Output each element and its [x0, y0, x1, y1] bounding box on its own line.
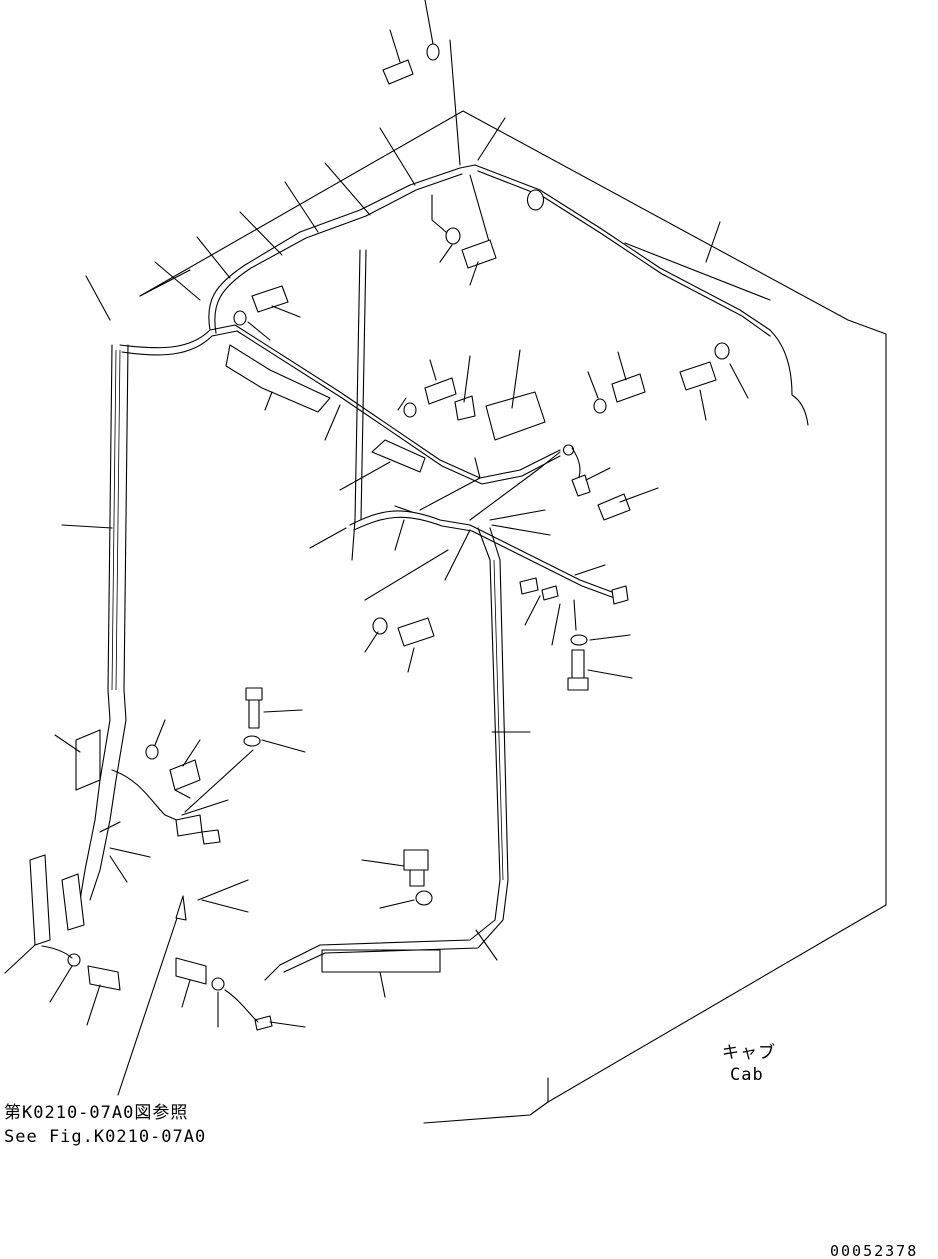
- cab-label-jp: キャブ: [722, 1042, 776, 1063]
- roof-harness: [119, 164, 809, 485]
- cab-outline: [139, 110, 887, 1124]
- cab-label-en: Cab: [730, 1065, 764, 1085]
- protective-sleeves: [75, 344, 441, 973]
- leader-lines: [4, 0, 771, 1096]
- right-pillar-harness: [264, 527, 509, 981]
- reference-label-en: See Fig.K0210-07A0: [4, 1127, 206, 1147]
- diagram-labels: キャブ Cab 第K0210-07A0図参照 See Fig.K0210-07A…: [4, 1042, 918, 1259]
- left-pillar-harness: [29, 344, 201, 946]
- reference-label-jp: 第K0210-07A0図参照: [4, 1103, 188, 1123]
- drawing-number: 00052378: [830, 1242, 918, 1259]
- fasteners: [67, 43, 730, 1031]
- center-harness: [349, 249, 621, 601]
